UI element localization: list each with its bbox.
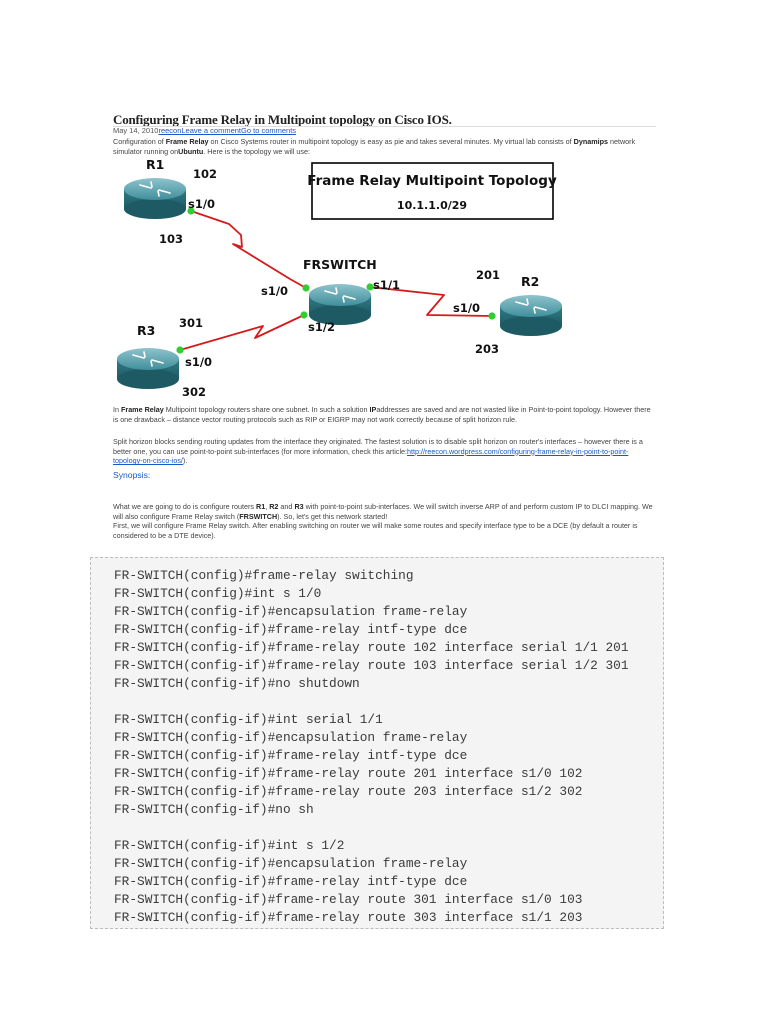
port-dot — [366, 283, 374, 291]
synopsis-heading: Synopsis: — [113, 470, 151, 480]
code-line: FR-SWITCH(config)#frame-relay switching — [114, 568, 414, 583]
code-line: FR-SWITCH(config-if)#frame-relay route 2… — [114, 766, 583, 781]
code-line: FR-SWITCH(config)#int s 1/0 — [114, 586, 322, 601]
dlci-label: 203 — [475, 342, 499, 356]
go-to-comments-link[interactable]: Go to comments — [241, 126, 297, 135]
code-line: FR-SWITCH(config-if)#frame-relay route 1… — [114, 658, 629, 673]
text-run: R2 — [269, 502, 279, 511]
topology-diagram: Frame Relay Multipoint Topology 10.1.1.0… — [117, 157, 562, 399]
text-run: FRSWITCH — [239, 511, 278, 521]
text-run: Configuration of — [113, 137, 166, 146]
port-dot — [488, 312, 496, 320]
intro-paragraph: Configuration of Frame Relay on Cisco Sy… — [113, 137, 653, 156]
port-label: s1/1 — [373, 278, 400, 292]
text-run: Multipoint topology routers share one su… — [163, 405, 370, 414]
topology-title: Frame Relay Multipoint Topology — [307, 173, 557, 189]
serial-link — [190, 210, 307, 289]
port-dot — [176, 346, 184, 354]
author-link[interactable]: reecon — [158, 126, 182, 135]
text-run: Frame Relay — [121, 405, 164, 414]
port-label: s1/2 — [308, 320, 335, 334]
code-line: FR-SWITCH(config-if)#encapsulation frame… — [114, 856, 468, 871]
code-line: FR-SWITCH(config-if)#frame-relay route 2… — [114, 784, 583, 799]
first-step-paragraph: First, we will configure Frame Relay swi… — [113, 521, 653, 540]
text-run: R3 — [294, 502, 304, 511]
dlci-label: 201 — [476, 268, 500, 282]
text-run: addresses are saved and are not wasted l… — [113, 405, 651, 424]
text-run: . Here is the topology we will use: — [203, 146, 310, 156]
port-dot — [300, 311, 308, 319]
post-title: Configuring Frame Relay in Multipoint to… — [113, 112, 452, 127]
text-run: What we are going to do is configure rou… — [113, 502, 257, 511]
text-run: R1 — [256, 502, 266, 511]
text-run: network simulator running on — [113, 137, 636, 156]
text-run: IP — [369, 405, 377, 414]
routers — [117, 178, 562, 389]
post-byline: May 14, 2010reeconLeave a commentGo to c… — [113, 126, 296, 135]
code-line: FR-SWITCH(config-if)#encapsulation frame… — [114, 730, 468, 745]
text-run: ). So, let's get this network started! — [277, 511, 388, 521]
port-dot — [302, 284, 310, 292]
text-run: Frame Relay — [165, 137, 209, 146]
text-run: with point-to-point sub-interfaces. We w… — [113, 502, 653, 521]
serial-links — [179, 210, 493, 351]
topology-labels: R1 102 s1/0 103 FRSWITCH s1/0 s1/1 s1/2 … — [137, 157, 539, 399]
router-label-r2: R2 — [521, 274, 539, 289]
code-line: FR-SWITCH(config-if)#frame-relay route 3… — [114, 892, 583, 907]
port-dot — [187, 207, 195, 215]
router-label-r3: R3 — [137, 323, 155, 338]
router-label-r1: R1 — [146, 157, 164, 172]
code-line: FR-SWITCH(config-if)#int serial 1/1 — [114, 712, 383, 727]
text-run: and — [278, 502, 295, 511]
code-line: FR-SWITCH(config-if)#frame-relay intf-ty… — [114, 874, 468, 889]
port-dots — [176, 207, 496, 354]
code-line: FR-SWITCH(config-if)#no sh — [114, 802, 314, 817]
text-run: , — [265, 502, 270, 511]
code-line: FR-SWITCH(config-if)#frame-relay intf-ty… — [114, 622, 468, 637]
code-line: FR-SWITCH(config-if)#frame-relay route 3… — [114, 910, 583, 925]
topology-title-box: Frame Relay Multipoint Topology 10.1.1.0… — [307, 162, 557, 220]
router-icon-r3 — [117, 348, 179, 389]
text-run: ). — [182, 456, 188, 466]
serial-link — [179, 314, 305, 351]
post-date: May 14, 2010 — [113, 126, 159, 135]
text-run: Ubuntu — [178, 146, 204, 156]
port-label: s1/0 — [185, 355, 212, 369]
dlci-label: 102 — [193, 167, 217, 181]
router-label-frswitch: FRSWITCH — [303, 257, 377, 272]
router-icon-frswitch — [309, 284, 371, 325]
dlci-label: 302 — [182, 385, 206, 399]
code-line: FR-SWITCH(config-if)#no shutdown — [114, 676, 360, 691]
code-line: FR-SWITCH(config-if)#int s 1/2 — [114, 838, 345, 853]
text-run: Dynamips — [573, 137, 608, 146]
topology-subnet: 10.1.1.0/29 — [397, 199, 467, 212]
article-link[interactable]: http://reecon.wordpress.com/configuring-… — [113, 446, 629, 466]
code-line: FR-SWITCH(config-if)#frame-relay route 1… — [114, 640, 629, 655]
port-label: s1/0 — [188, 197, 215, 211]
text-run: First, we will configure Frame Relay swi… — [113, 521, 638, 540]
port-label: s1/0 — [261, 284, 288, 298]
text-run: Split horizon blocks sending routing upd… — [113, 437, 643, 456]
text-run: on Cisco Systems router in multipoint to… — [208, 137, 574, 146]
router-icon-r2 — [500, 295, 562, 336]
serial-link — [369, 286, 493, 317]
split-horizon-paragraph: Split horizon blocks sending routing upd… — [113, 437, 653, 466]
code-line: FR-SWITCH(config-if)#encapsulation frame… — [114, 604, 468, 619]
frame-relay-paragraph: In Frame Relay Multipoint topology route… — [113, 405, 653, 424]
dlci-label: 301 — [179, 316, 203, 330]
text-run: In — [113, 405, 121, 414]
code-line: FR-SWITCH(config-if)#frame-relay intf-ty… — [114, 748, 468, 763]
port-label: s1/0 — [453, 301, 480, 315]
router-icon-r1 — [124, 178, 186, 219]
dlci-label: 103 — [159, 232, 183, 246]
plan-paragraph: What we are going to do is configure rou… — [113, 502, 653, 521]
title-divider — [113, 126, 656, 127]
leave-comment-link[interactable]: Leave a comment — [181, 126, 242, 135]
